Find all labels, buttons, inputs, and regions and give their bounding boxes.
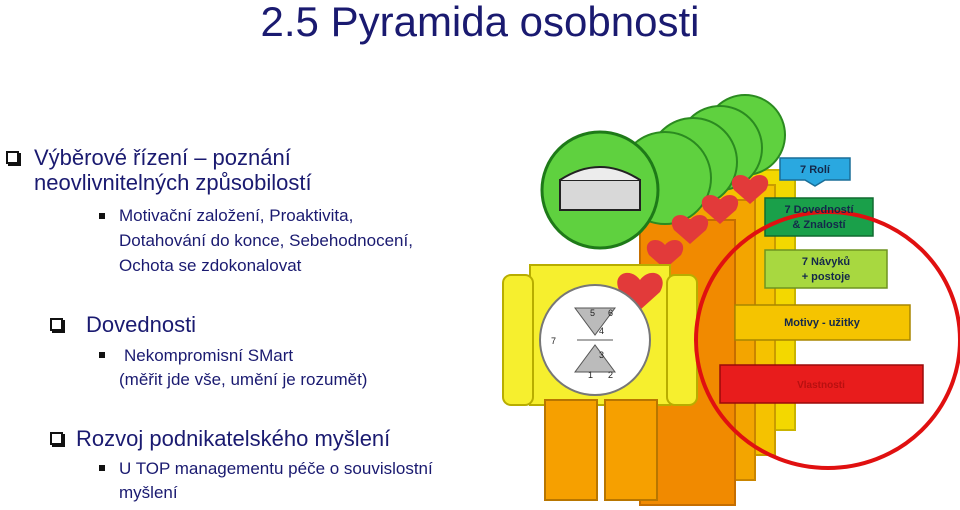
pyramid-label-traits: Vlastnosti [797, 380, 845, 391]
section-1-bullet-line-1: Motivační založení, Proaktivita, [119, 206, 354, 225]
pyramid-levels [694, 157, 960, 470]
personality-pyramid-illustration: 5 6 4 3 1 2 7 7 Rolí 7 Dovedností & Znal… [502, 94, 960, 506]
pyramid-label-habits-2: + postoje [802, 271, 851, 283]
filled-square-icon [99, 465, 105, 471]
section-2-bullet-line-1: Nekompromisní SMart [124, 346, 294, 365]
slide-title: 2.5 Pyramida osobnosti [260, 0, 700, 45]
pyramid-label-roles: 7 Rolí [800, 164, 831, 176]
hollow-square-icon [50, 432, 63, 445]
hollow-square-icon [50, 318, 63, 331]
section-3-bullet-line-1: U TOP managementu péče o souvislostní [119, 459, 433, 478]
highlight-circle [694, 210, 960, 470]
pyramid-label-motives: Motivy - užitky [784, 317, 861, 329]
filled-square-icon [99, 352, 105, 358]
section-1-heading-line-1: Výběrové řízení – poznání [34, 145, 291, 170]
hollow-square-icon [6, 151, 19, 164]
section-3-bullet-line-2: myšlení [119, 483, 178, 502]
hourglass-number: 7 [551, 336, 556, 346]
section-3-heading: Rozvoj podnikatelského myšlení [76, 426, 391, 451]
front-figure: 5 6 4 3 1 2 7 [502, 130, 698, 501]
hourglass-number: 6 [608, 308, 613, 318]
hourglass-number: 1 [588, 370, 593, 380]
section-1-bullet-line-2: Dotahování do konce, Sebehodnocení, [119, 231, 413, 250]
pyramid-label-skills-2: & Znalostí [792, 219, 846, 231]
section-1-bullet-line-3: Ochota se zdokonalovat [119, 256, 302, 275]
section-2-heading: Dovednosti [86, 312, 197, 337]
hourglass-number: 5 [590, 308, 595, 318]
section-1-heading-line-2: neovlivnitelných způsobilostí [34, 170, 312, 195]
hourglass-number: 2 [608, 370, 613, 380]
pyramid-label-skills-1: 7 Dovedností [784, 204, 854, 216]
pyramid-label-habits-1: 7 Návyků [802, 256, 850, 268]
hourglass-number: 3 [599, 350, 604, 360]
section-2-bullet-line-2: (měřit jde vše, umění je rozumět) [119, 370, 368, 389]
hourglass-number: 4 [599, 326, 604, 336]
filled-square-icon [99, 213, 105, 219]
